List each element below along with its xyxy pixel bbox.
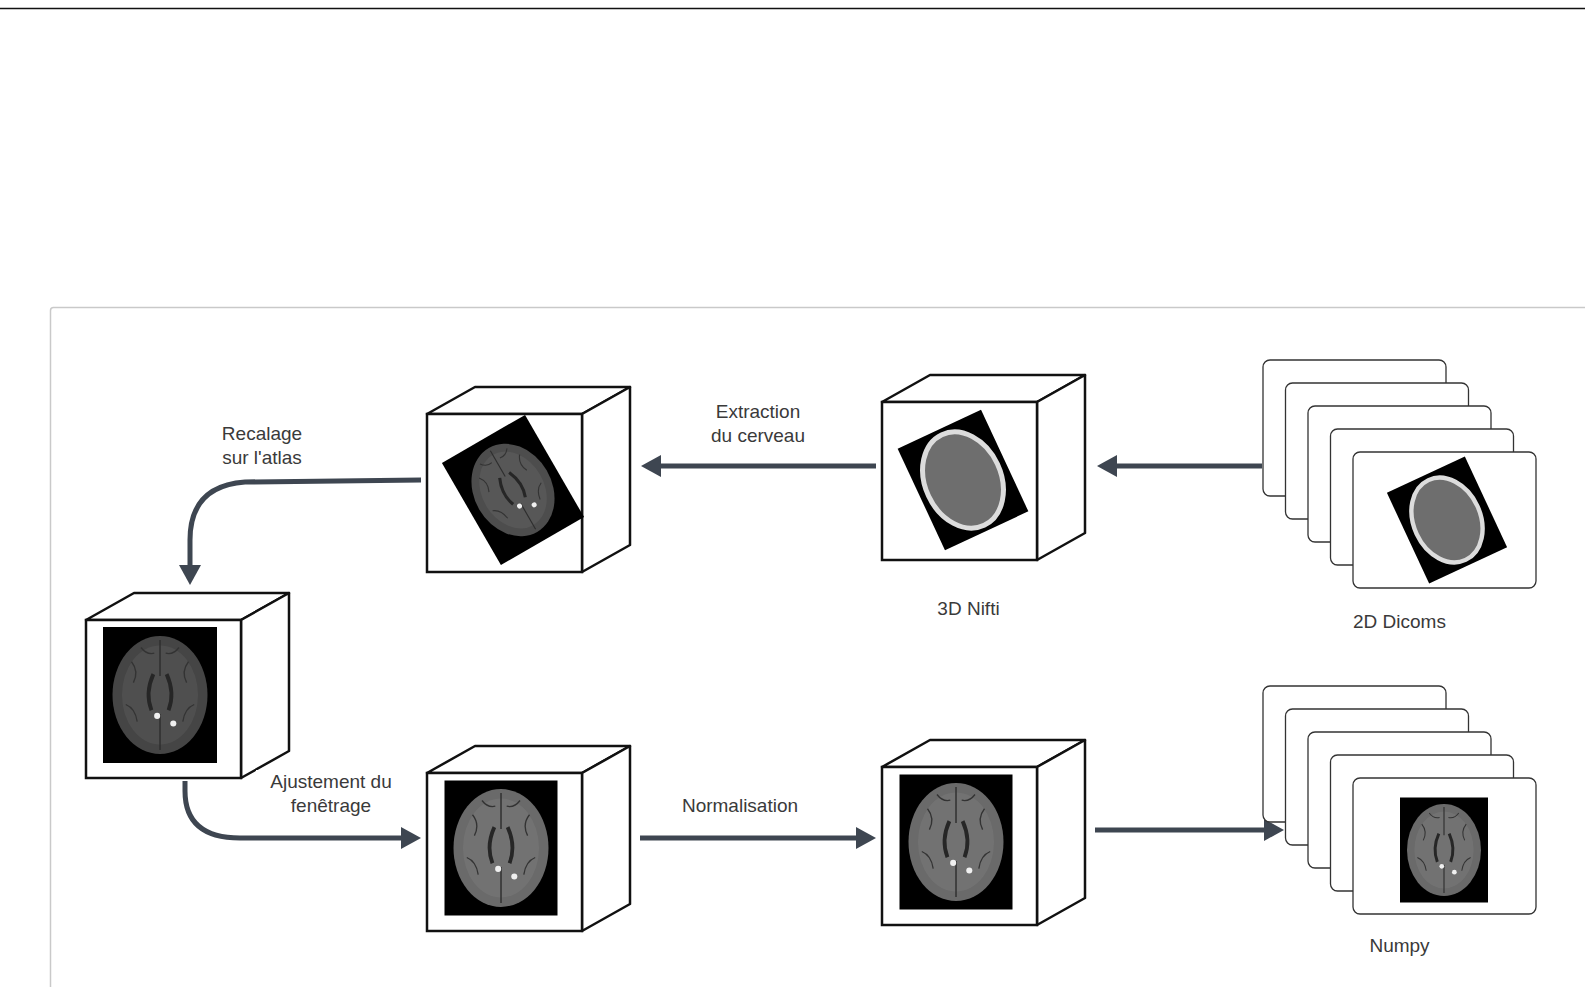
brain-ventricles [149, 674, 172, 710]
brain-calcification [1452, 870, 1457, 875]
connector-line [1095, 828, 1266, 833]
brain-calcification [154, 713, 160, 719]
stack-outline [1263, 686, 1536, 914]
brain-calcification [511, 873, 517, 879]
brain-sulci [469, 442, 548, 523]
connector-line [640, 836, 858, 841]
file-page [1353, 452, 1536, 588]
brain-cortex [466, 439, 561, 540]
arrow-head [1097, 455, 1117, 477]
scan-slice [1387, 457, 1507, 584]
brain-tissue [113, 636, 208, 754]
node-caption: 2D Dicoms [1353, 610, 1446, 634]
scan-slice [445, 781, 558, 916]
scan-slice [442, 415, 584, 565]
stack-outline [1263, 360, 1536, 588]
file-stack: 2D Dicoms [1263, 360, 1536, 588]
cube-outline [427, 746, 630, 931]
cube-side-face [582, 387, 630, 572]
brain-sulci [922, 795, 990, 869]
file-page [1353, 778, 1536, 914]
arrow-head [179, 565, 201, 585]
cube-front-face [882, 767, 1037, 925]
brain-calcification [950, 860, 956, 866]
node-caption: Numpy [1369, 934, 1429, 958]
volume-cube [427, 746, 630, 931]
cube-outline [86, 593, 289, 778]
arrow-head [401, 827, 421, 849]
cube-side-face [1037, 375, 1085, 560]
brain-calcification [516, 503, 523, 510]
scan-slice [103, 627, 217, 763]
scan-background [103, 627, 217, 763]
cube-side-face [582, 746, 630, 931]
brain-tissue [454, 789, 549, 907]
edge-label: Extraction du cerveau [708, 400, 808, 448]
brain-ventricles [490, 827, 513, 863]
brain-calcification [531, 501, 538, 508]
brain-ventricles [496, 470, 527, 505]
node-caption: 3D Nifti [937, 597, 999, 621]
brain-calcification [966, 867, 972, 873]
brain-fissure [490, 451, 535, 529]
scan-slice [900, 775, 1013, 910]
connector-line [190, 480, 421, 567]
arrow-head [641, 455, 661, 477]
connector-arrow [641, 455, 876, 477]
brain-calcification [1439, 864, 1444, 869]
connector-line [1115, 464, 1262, 469]
volume-cube [427, 387, 630, 572]
cube-front-face [86, 620, 241, 778]
cube-outline [427, 387, 630, 572]
brain-tissue [909, 783, 1004, 901]
edge-label: Normalisation [660, 794, 820, 818]
volume-cube: 3D Nifti [882, 375, 1085, 560]
scan-background [898, 410, 1029, 550]
scan-background [445, 781, 558, 916]
connector-arrow [1097, 455, 1262, 477]
skull-ring [1398, 466, 1496, 574]
cube-side-face [1037, 740, 1085, 925]
cube-outline [882, 375, 1085, 560]
brain-ventricles [1435, 834, 1453, 862]
connector-arrow [179, 480, 421, 585]
scan-background [1400, 798, 1488, 903]
brain-ventricles [945, 821, 968, 857]
volume-cube [86, 593, 289, 778]
brain-sulci [1417, 813, 1470, 871]
brain-fissure [1443, 807, 1444, 893]
file-stack: Numpy [1263, 686, 1536, 914]
brain-calcification [495, 866, 501, 872]
brain-tissue [1407, 804, 1481, 896]
skull-ring [907, 419, 1018, 542]
cube-front-face [882, 402, 1037, 560]
brain-sulci [126, 648, 194, 722]
brain-sulci [467, 801, 535, 875]
connector-arrow [640, 827, 876, 849]
scan-background [442, 415, 584, 565]
scan-background [1387, 457, 1507, 584]
brain-fissure [159, 640, 160, 750]
scan-slice [1400, 798, 1488, 903]
brain-fissure [955, 787, 956, 897]
top-rule [0, 8, 1585, 10]
scan-background [900, 775, 1013, 910]
cube-front-face [427, 773, 582, 931]
panel-border [51, 308, 1585, 987]
edge-label: Recalage sur l'atlas [215, 422, 310, 470]
brain-tissue [455, 429, 571, 552]
connector-line [659, 464, 876, 469]
scan-slice [898, 410, 1029, 550]
arrow-head [856, 827, 876, 849]
connector-arrow [1095, 819, 1284, 841]
edge-label: Ajustement du fenêtrage [256, 770, 406, 818]
volume-cube [882, 740, 1085, 925]
brain-calcification [170, 720, 176, 726]
cube-outline [882, 740, 1085, 925]
brain-fissure [500, 793, 501, 903]
cube-side-face [241, 593, 289, 778]
